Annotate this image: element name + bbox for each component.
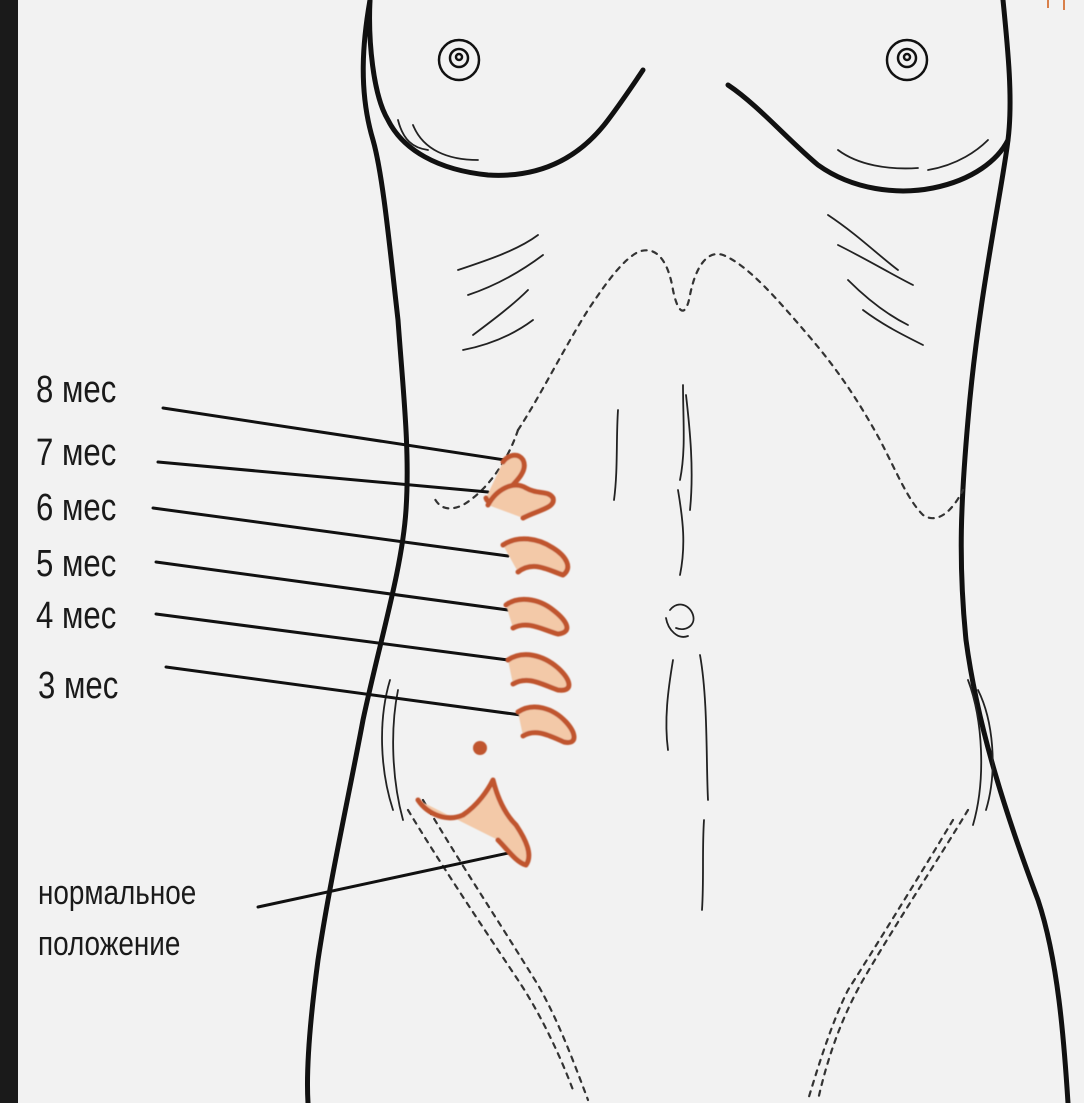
- nipples: [439, 40, 927, 80]
- label-3-months: 3 мес: [38, 665, 118, 707]
- torso-left-contour: [307, 0, 407, 1103]
- label-8-months: 8 мес: [36, 369, 116, 411]
- month-labels: 8 мес 7 мес 6 мес 5 мес 4 мес 3 мес: [36, 369, 118, 707]
- sketch-strokes: [382, 120, 993, 910]
- appendix-7-months: [488, 485, 553, 518]
- diagram-canvas: 8 мес 7 мес 6 мес 5 мес 4 мес 3 мес норм…: [18, 0, 1084, 1103]
- appendix-position-diagram: 8 мес 7 мес 6 мес 5 мес 4 мес 3 мес норм…: [18, 0, 1084, 1103]
- pointer-line-6: [153, 508, 508, 556]
- pointer-line-7: [158, 462, 488, 492]
- label-7-months: 7 мес: [36, 432, 116, 474]
- appendix-3-months: [518, 707, 574, 742]
- right-breast-contour: [728, 85, 1008, 191]
- torso-right-contour: [961, 0, 1068, 1103]
- label-normal-line1: нормальное: [38, 873, 196, 911]
- pointer-line-5: [156, 562, 508, 610]
- cecum-dot: [473, 741, 487, 755]
- normal-position-label: нормальное положение: [38, 873, 196, 962]
- appendix-positions: [418, 455, 574, 865]
- pointer-line-4: [156, 614, 508, 660]
- label-4-months: 4 мес: [36, 595, 116, 637]
- appendix-4-months: [508, 655, 569, 691]
- dashed-outlines: [408, 250, 968, 1100]
- left-breast-contour: [370, 0, 643, 175]
- label-6-months: 6 мес: [36, 487, 116, 529]
- appendix-normal: [418, 780, 529, 865]
- pointer-line-3: [166, 667, 528, 716]
- label-normal-line2: положение: [38, 924, 180, 962]
- label-5-months: 5 мес: [36, 543, 116, 585]
- pointer-line-8: [163, 408, 518, 462]
- torso-outline: [307, 0, 1068, 1103]
- pointer-line-normal: [258, 852, 513, 907]
- appendix-6-months: [503, 539, 568, 575]
- appendix-5-months: [506, 599, 567, 634]
- corner-mark: [1048, 0, 1064, 10]
